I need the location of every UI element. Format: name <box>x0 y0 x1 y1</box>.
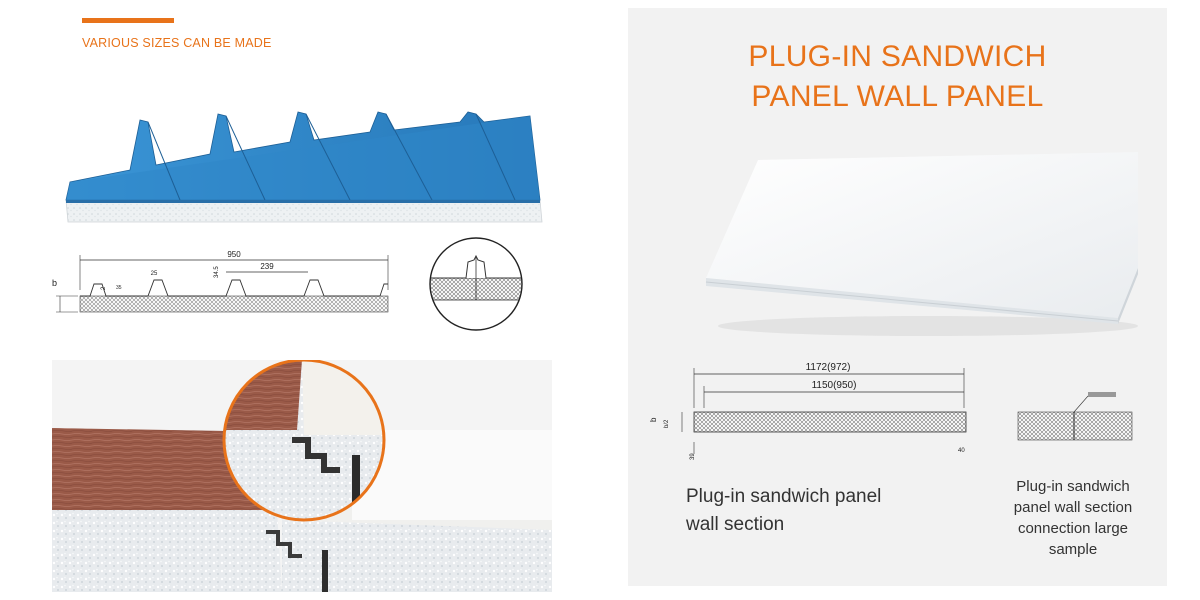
sample-caption-line-1: Plug-in sandwich <box>1016 478 1130 495</box>
panel-section-drawing: 1172(972) 1150(950) b b/2 39 40 <box>649 362 967 460</box>
section-inner-width: 1150(950) <box>812 380 857 391</box>
plug-in-panel-card: PLUG-IN SANDWICH PANEL WALL PANEL <box>628 8 1167 586</box>
section-label-40: 40 <box>958 448 965 454</box>
joint-detail-circle <box>429 237 523 331</box>
sample-caption-line-2: panel wall section <box>1013 499 1133 516</box>
wall-panel-image <box>705 152 1138 336</box>
card-title-line-1: PLUG-IN SANDWICH <box>748 40 1047 73</box>
profile-rib-height: 34.5 <box>214 266 220 278</box>
section-label-b-half: b/2 <box>664 419 670 428</box>
section-caption-line-1: Plug-in sandwich panel <box>686 486 882 507</box>
roof-panel-image <box>65 111 543 223</box>
sample-caption-line-3: connection large <box>1017 520 1129 537</box>
profile-label-35: 35 <box>116 285 122 291</box>
profile-total-width: 950 <box>227 250 241 259</box>
section-caption-line-2: wall section <box>686 514 785 535</box>
section-label-b: b <box>649 417 658 422</box>
section-outer-width: 1172(972) <box>806 362 851 373</box>
accent-bar <box>82 18 174 23</box>
profile-label-b: b <box>52 278 57 288</box>
profile-rib-pitch: 239 <box>260 262 274 271</box>
section-label-39: 39 <box>690 453 696 460</box>
connection-sample-drawing <box>1017 392 1133 441</box>
panel-joint-photo <box>52 360 552 592</box>
card-title-line-2: PANEL WALL PANEL <box>751 80 1044 113</box>
sample-caption-line-4: sample <box>1048 541 1098 558</box>
profile-label-25: 25 <box>151 271 158 277</box>
roof-profile-drawing: 950 239 34.5 25 2 35 b <box>52 250 389 313</box>
sizes-heading: VARIOUS SIZES CAN BE MADE <box>82 36 272 50</box>
profile-label-2: 2 <box>101 286 107 290</box>
